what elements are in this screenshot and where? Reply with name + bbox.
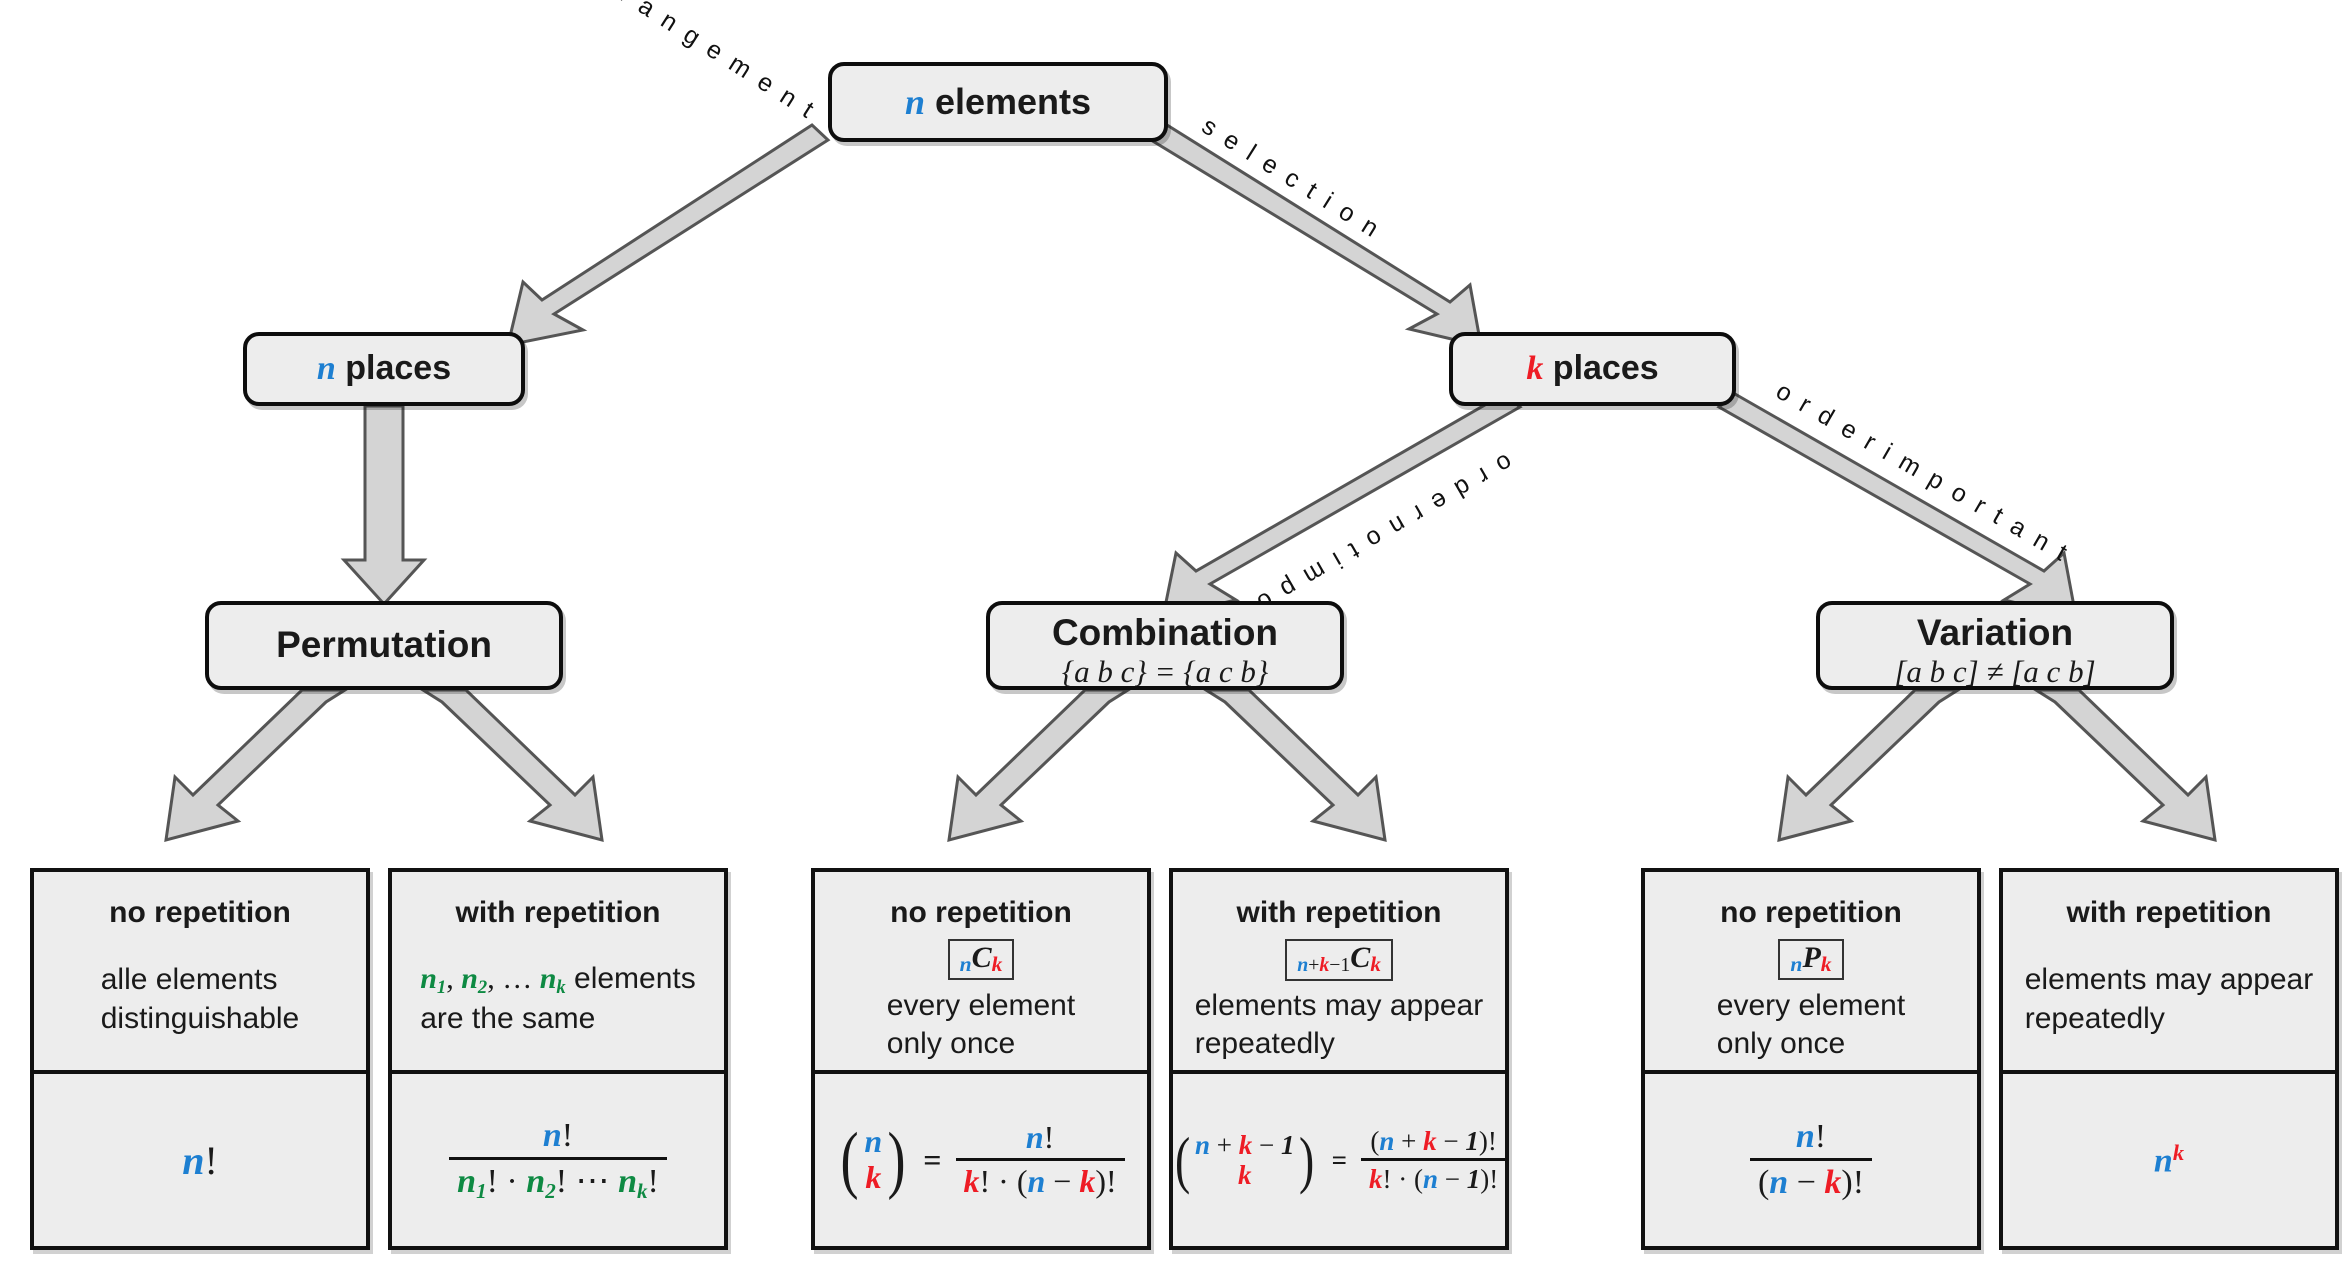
leaf-head: no repetition xyxy=(109,896,291,929)
desc-line: every element xyxy=(886,988,1076,1022)
leaf-notation-nk1Ck: n+k−1Ck xyxy=(1285,939,1393,981)
node-variation-title: Variation xyxy=(1916,612,2074,653)
leaf-formula: n! xyxy=(34,1070,366,1246)
root-text: elements xyxy=(934,80,1092,122)
desc-line: every element xyxy=(1716,988,1906,1022)
leaf-upper: no repetition nCk every element only onc… xyxy=(815,872,1147,1070)
desc-line: repeatedly xyxy=(2024,1001,2165,1035)
leaf-notation-nPk: nPk xyxy=(1778,939,1844,981)
desc-line: only once xyxy=(886,1027,1016,1061)
edge-permutation-left-arrow xyxy=(164,688,351,843)
edge-label-order-important: o r d e r i m p o r t a n t xyxy=(1771,376,2075,568)
node-permutation[interactable]: Permutation xyxy=(205,601,563,690)
edge-nplaces-permutation-arrow xyxy=(340,404,428,607)
leaf-permutation-no-repetition[interactable]: no repetition alle elements distinguisha… xyxy=(30,868,370,1250)
node-n-places[interactable]: n places xyxy=(243,332,525,406)
leaf-description: every element only once xyxy=(877,987,1085,1064)
desc-line: only once xyxy=(1716,1027,1846,1061)
leaf-upper: with repetition n+k−1Ck elements may app… xyxy=(1173,872,1505,1070)
leaf-combination-with-repetition[interactable]: with repetition n+k−1Ck elements may app… xyxy=(1169,868,1509,1250)
leaf-formula: n! n1! · n2! ⋯ nk! xyxy=(392,1070,724,1246)
edge-combination-left-arrow xyxy=(947,688,1134,843)
node-combination-subtitle: {a b c} = {a c b} xyxy=(1061,653,1269,689)
desc-line: n1, n2, … nk elements xyxy=(420,962,696,999)
leaf-variation-with-repetition[interactable]: with repetition elements may appear repe… xyxy=(1999,868,2339,1250)
kplaces-var: k xyxy=(1526,350,1544,388)
desc-line: are the same xyxy=(420,1002,596,1036)
desc-line: elements may appear xyxy=(1194,988,1484,1022)
edge-label-arrangement: a r r a n g e m e n t xyxy=(574,0,822,126)
node-n-elements-label: n elements xyxy=(904,80,1092,122)
edge-arrangement-arrow xyxy=(505,123,831,347)
node-combination-title: Combination xyxy=(1051,612,1279,653)
leaf-formula: n! (n − k)! xyxy=(1645,1070,1977,1246)
leaf-description: every element only once xyxy=(1707,987,1915,1064)
desc-line: elements may appear xyxy=(2024,963,2314,997)
nplaces-var: n xyxy=(316,350,336,388)
leaf-head: with repetition xyxy=(455,896,661,929)
leaf-description: alle elements distinguishable xyxy=(91,961,309,1038)
node-n-elements[interactable]: n elements xyxy=(828,62,1168,142)
edge-label-selection: s e l e c t i o n xyxy=(1196,111,1386,245)
node-variation[interactable]: Variation [a b c] ≠ [a c b] xyxy=(1816,601,2174,690)
leaf-head: with repetition xyxy=(2066,896,2272,929)
leaf-head: with repetition xyxy=(1236,896,1442,929)
kplaces-text: places xyxy=(1552,349,1659,388)
edge-order-important-arrow xyxy=(1716,392,2078,619)
edge-selection-arrow xyxy=(1148,123,1483,348)
edge-order-not-important-arrow xyxy=(1161,392,1523,619)
edge-combination-right-arrow xyxy=(1200,688,1387,843)
leaf-formula: nk xyxy=(2003,1070,2335,1246)
nplaces-text: places xyxy=(345,349,452,388)
leaf-formula: ( n + k − 1 k ) = (n + k − 1)! k! · (n −… xyxy=(1173,1070,1507,1246)
leaf-head: no repetition xyxy=(1720,896,1902,929)
leaf-upper: with repetition elements may appear repe… xyxy=(2003,872,2335,1070)
leaf-description: elements may appear repeatedly xyxy=(1185,987,1494,1064)
desc-line: distinguishable xyxy=(100,1001,300,1035)
node-variation-subtitle: [a b c] ≠ [a c b] xyxy=(1894,653,2096,689)
leaf-upper: with repetition n1, n2, … nk elements ar… xyxy=(392,872,724,1070)
edge-permutation-right-arrow xyxy=(417,688,604,843)
node-combination[interactable]: Combination {a b c} = {a c b} xyxy=(986,601,1344,690)
leaf-permutation-with-repetition[interactable]: with repetition n1, n2, … nk elements ar… xyxy=(388,868,728,1250)
leaf-notation-nCk: nCk xyxy=(947,939,1015,981)
leaf-description: n1, n2, … nk elements are the same xyxy=(410,960,706,1038)
desc-line: alle elements xyxy=(100,963,278,997)
edge-variation-left-arrow xyxy=(1777,688,1964,843)
node-n-places-label: n places xyxy=(316,349,452,388)
leaf-variation-no-repetition[interactable]: no repetition nPk every element only onc… xyxy=(1641,868,1981,1250)
desc-line: repeatedly xyxy=(1194,1027,1335,1061)
edge-variation-right-arrow xyxy=(2030,688,2217,843)
leaf-upper: no repetition nPk every element only onc… xyxy=(1645,872,1977,1070)
leaf-combination-no-repetition[interactable]: no repetition nCk every element only onc… xyxy=(811,868,1151,1250)
leaf-upper: no repetition alle elements distinguisha… xyxy=(34,872,366,1070)
node-k-places[interactable]: k places xyxy=(1449,332,1736,406)
leaf-description: elements may appear repeatedly xyxy=(2015,961,2324,1038)
root-var: n xyxy=(904,81,925,122)
node-k-places-label: k places xyxy=(1526,349,1659,388)
node-permutation-title: Permutation xyxy=(276,624,492,666)
leaf-head: no repetition xyxy=(890,896,1072,929)
